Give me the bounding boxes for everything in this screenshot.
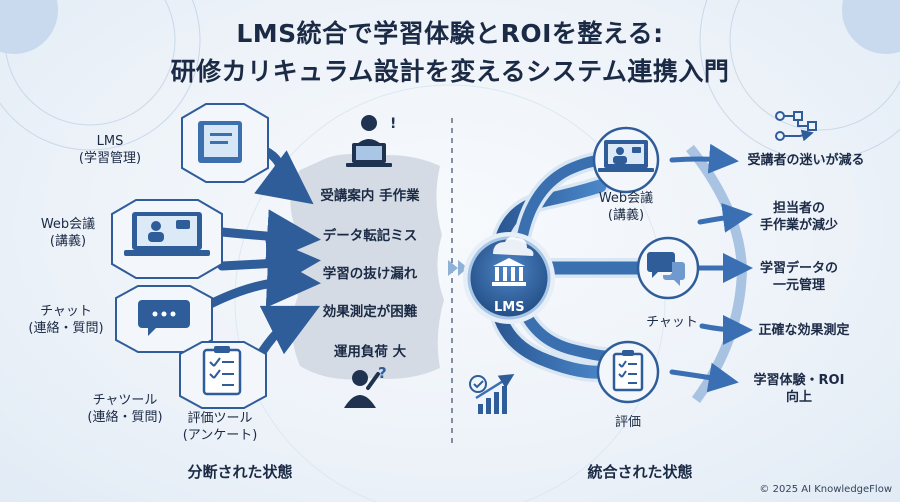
worried-person-icon: ! <box>346 115 396 167</box>
tool-sub: (学習管理) <box>78 151 142 166</box>
benefit-item: 学習データの 一元管理 <box>744 260 854 294</box>
tool-lms-hex <box>181 103 269 183</box>
tool-eval-hex <box>179 341 267 409</box>
tool-sub: (講義) <box>49 234 87 249</box>
node-eval-label: 評価 <box>614 415 641 430</box>
tool-chat-hex <box>115 285 213 353</box>
issue-panel <box>290 154 444 380</box>
benefit-line: 向上 <box>785 390 812 405</box>
benefit-item: 正確な効果測定 <box>744 322 864 339</box>
tool-sub: (アンケート) <box>182 428 258 443</box>
tool-name: 評価ツール <box>187 411 253 426</box>
hub-label: LMS <box>494 300 525 315</box>
issue-item: 学習の抜け漏れ <box>322 266 418 282</box>
benefit-item: 担当者の 手作業が減少 <box>744 200 854 234</box>
tool-webconf-label: Web会議 (講義) <box>18 216 118 250</box>
tool-sub: (連絡・質問) <box>87 410 163 425</box>
benefit-line: 正確な効果測定 <box>758 323 850 338</box>
node-sub: (講義) <box>607 208 645 223</box>
benefit-item: 学習体験・ROI 向上 <box>734 372 864 406</box>
tool-lms-label: LMS (学習管理) <box>60 133 160 167</box>
benefit-item: 受講者の迷いが減る <box>736 152 876 169</box>
svg-text:?: ? <box>378 364 387 382</box>
tool-name: LMS <box>96 134 124 149</box>
benefit-line: 学習データの <box>759 261 838 276</box>
node-chat-label: チャット <box>646 315 698 330</box>
node-chat-icon <box>636 236 700 300</box>
node-name: Web会議 <box>598 191 654 206</box>
issue-item: 効果測定が困難 <box>322 304 418 320</box>
benefit-line: 担当者の <box>772 201 825 216</box>
state-label-fragmented: 分断された状態 <box>187 463 293 481</box>
issue-item: データ転記ミス <box>322 228 418 244</box>
corner-blob-left <box>0 0 58 54</box>
issue-item: 受講案内 手作業 <box>320 188 420 204</box>
corner-blob-right <box>842 0 900 54</box>
tool-name: Web会議 <box>40 217 96 232</box>
issue-item: 運用負荷 大 <box>333 344 407 360</box>
title-line-2: 研修カリキュラム設計を変えるシステム連携入門 <box>170 57 730 86</box>
tool-name: チャツール <box>92 393 158 408</box>
copyright: © 2025 AI KnowledgeFlow <box>759 484 892 495</box>
benefit-line: 学習体験・ROI <box>753 373 845 388</box>
tool-chattool-label: チャツール (連絡・質問) <box>70 392 180 426</box>
transition-arrow <box>448 260 468 276</box>
workflow-icon <box>775 111 817 142</box>
title-line-1: LMS統合で学習体験とROIを整える: <box>236 19 664 48</box>
growth-chart-icon <box>469 374 515 414</box>
node-webconf-label: Web会議 (講義) <box>586 190 666 224</box>
tool-sub: (連絡・質問) <box>28 321 104 336</box>
confused-person-icon: ? <box>344 364 387 408</box>
tool-eval-label: 評価ツール (アンケート) <box>170 410 270 444</box>
benefit-line: 一元管理 <box>772 278 825 293</box>
benefit-line: 手作業が減少 <box>759 218 838 233</box>
benefit-line: 受講者の迷いが減る <box>747 153 865 168</box>
state-label-integrated: 統合された状態 <box>587 463 693 481</box>
tool-webconf-hex <box>111 199 223 279</box>
lms-hub <box>463 232 555 324</box>
tool-chat-label: チャット (連絡・質問) <box>16 303 116 337</box>
node-eval-icon <box>596 340 660 404</box>
svg-text:!: ! <box>390 116 396 132</box>
tool-name: チャット <box>40 304 92 319</box>
node-webconf-icon <box>592 126 660 194</box>
